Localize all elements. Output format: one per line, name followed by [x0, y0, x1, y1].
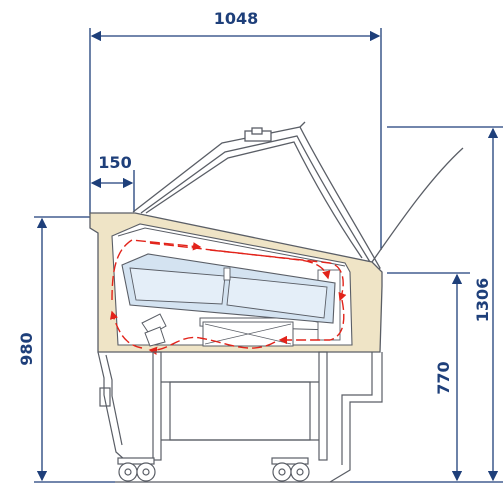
front-kick-inner	[105, 354, 123, 446]
pan-right	[226, 276, 328, 319]
evaporator-box-diag	[204, 323, 292, 345]
canopy-outer	[132, 126, 381, 277]
airflow-arrows	[109, 239, 347, 355]
canopy-glass	[145, 141, 363, 259]
caster-wheel-icon	[117, 457, 156, 482]
base-frame	[97, 351, 383, 483]
counter-height-label: 770	[434, 361, 453, 394]
pan-left	[129, 267, 226, 305]
rear-panel	[329, 352, 383, 483]
front-leg	[152, 351, 162, 461]
total-width-label: 1048	[214, 9, 259, 28]
dimension-lines	[34, 28, 503, 483]
canopy	[132, 121, 381, 277]
rear-panel-inner	[341, 352, 373, 465]
front-kick-panel	[97, 351, 126, 461]
rear-height-label: 1306	[473, 278, 492, 323]
rear-glass-arc	[371, 147, 464, 263]
canopy-hinge	[299, 121, 306, 128]
base-rail-box	[169, 381, 311, 441]
front-depth-label: 150	[98, 153, 131, 172]
caster-wheel-icon	[271, 457, 310, 482]
airflow-arrow-icon	[278, 299, 345, 345]
canopy-inner	[140, 135, 371, 263]
front-vent	[99, 387, 111, 407]
airflow-arrow-icon	[111, 239, 202, 301]
casters	[117, 457, 310, 482]
rear-leg	[318, 351, 328, 461]
pan-divider-clip	[223, 267, 231, 281]
airflow-arrow-icon	[149, 242, 331, 280]
total-height-label: 980	[17, 332, 36, 365]
cavity-top-rail	[117, 227, 346, 267]
gelato-pans	[121, 253, 336, 324]
airflow-arrow-icon	[209, 249, 347, 302]
compressor-icon	[141, 313, 167, 347]
canopy-light-clip	[251, 127, 263, 135]
airflow-arrow-icon	[109, 310, 143, 349]
airflow-arrow-icon	[148, 336, 276, 355]
